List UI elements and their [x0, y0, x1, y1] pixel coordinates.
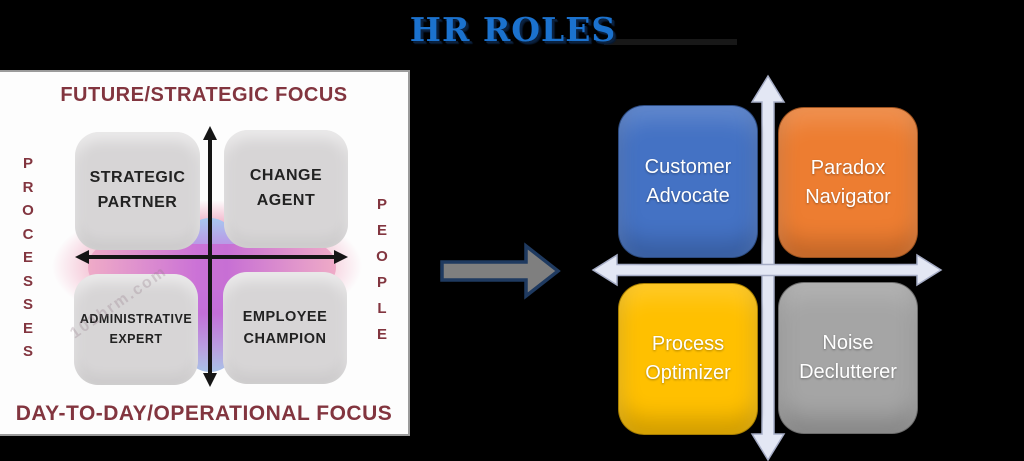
- quadrant-administrative-expert: ADMINISTRATIVE EXPERT: [74, 274, 198, 385]
- quadrant-label: Process Optimizer: [645, 333, 731, 384]
- quadrant-label: STRATEGIC PARTNER: [89, 169, 186, 211]
- classic-hr-model-panel: FUTURE/STRATEGIC FOCUS DAY-TO-DAY/OPERAT…: [0, 70, 410, 436]
- people-axis-label: PEOPLE: [376, 196, 388, 343]
- quadrant-label: CHANGE AGENT: [249, 167, 323, 209]
- quadrant-employee-champion: EMPLOYEE CHAMPION: [223, 272, 347, 384]
- processes-axis-label: PROCESSES: [22, 155, 34, 360]
- quadrant-customer-advocate: Customer Advocate: [618, 105, 758, 258]
- quadrant-noise-declutterer: Noise Declutterer: [778, 282, 918, 434]
- quadrant-strategic-partner: STRATEGIC PARTNER: [75, 132, 200, 250]
- future-strategic-focus-label: FUTURE/STRATEGIC FOCUS: [60, 84, 348, 106]
- quadrant-change-agent: CHANGE AGENT: [224, 130, 348, 248]
- quadrant-process-optimizer: Process Optimizer: [618, 283, 758, 435]
- title-underline: [604, 39, 737, 45]
- quadrant-label: Customer Advocate: [644, 155, 732, 207]
- operational-focus-label: DAY-TO-DAY/OPERATIONAL FOCUS: [15, 402, 393, 425]
- quadrant-label: ADMINISTRATIVE EXPERT: [79, 312, 193, 346]
- quadrant-label: Noise Declutterer: [799, 332, 897, 383]
- quadrant-paradox-navigator: Paradox Navigator: [778, 107, 918, 258]
- light-axes-cross-icon: [591, 74, 943, 461]
- quadrant-label: EMPLOYEE CHAMPION: [242, 308, 328, 347]
- black-axes-cross-icon: [75, 126, 348, 387]
- transform-arrow-icon: [440, 242, 561, 300]
- quadrant-label: Paradox Navigator: [805, 156, 891, 208]
- page-title: HR ROLES: [409, 10, 617, 49]
